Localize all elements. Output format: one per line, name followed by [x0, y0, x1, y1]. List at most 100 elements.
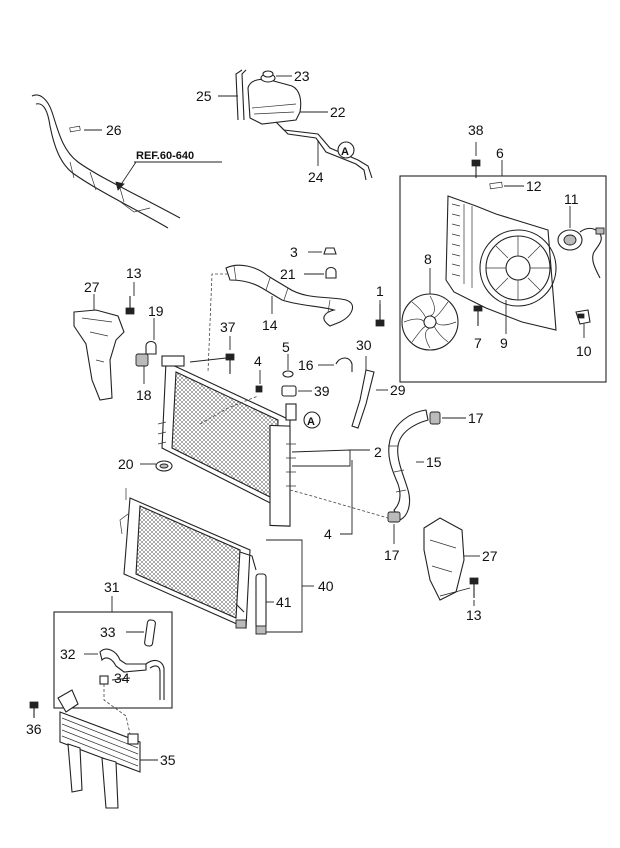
callout-25: 25 — [196, 88, 212, 104]
label-12 — [489, 181, 503, 190]
callout-16: 16 — [298, 357, 314, 373]
hose-routing-dash-1 — [207, 273, 228, 373]
callout-33: 33 — [100, 624, 116, 640]
fan-shroud — [445, 195, 557, 331]
callout-32: 32 — [60, 646, 76, 662]
pin-4-top — [255, 385, 263, 393]
bolt-13-bottom — [469, 577, 479, 598]
fan-blade — [401, 293, 459, 351]
callout-3: 3 — [290, 244, 298, 260]
callout-21: 21 — [280, 266, 296, 282]
callout-26: 26 — [106, 122, 122, 138]
callout-29: 29 — [390, 382, 406, 398]
callout-10: 10 — [576, 343, 592, 359]
callout-20: 20 — [118, 456, 134, 472]
callout-37: 37 — [220, 319, 236, 335]
callout-40: 40 — [318, 578, 334, 594]
nut-3 — [323, 247, 337, 255]
callout-8: 8 — [424, 251, 432, 267]
pipe-dash — [103, 684, 131, 735]
clamp-17-bottom — [387, 511, 401, 523]
leader-34 — [111, 677, 131, 681]
callout-5: 5 — [282, 339, 290, 355]
bolt-1 — [375, 304, 385, 327]
leader-37-link — [189, 357, 227, 363]
bolt-37 — [225, 353, 235, 374]
callout-19: 18 — [136, 387, 152, 403]
radiator — [157, 355, 296, 527]
callout-1: 1 — [376, 283, 384, 299]
fan-motor — [557, 227, 605, 279]
bracket-2 — [291, 449, 351, 467]
hose-32 — [99, 648, 147, 673]
clamp-16 — [335, 357, 353, 372]
callout-18: 19 — [148, 303, 164, 319]
callout-9: 9 — [500, 335, 508, 351]
callout-27: 27 — [482, 548, 498, 564]
pipe-kit-box — [53, 611, 173, 709]
bushing-19 — [135, 353, 149, 367]
bracket-4 — [340, 460, 353, 535]
callout-24: 24 — [308, 169, 324, 185]
reservoir-assembly — [235, 69, 373, 181]
hose-29 — [351, 369, 375, 429]
ref-arrowhead — [115, 181, 125, 191]
callout-12: 12 — [526, 178, 542, 194]
callout-4-top: 4 — [254, 353, 262, 369]
callout-34: 34 — [114, 670, 130, 686]
receiver-41 — [255, 573, 267, 635]
fan-assembly-box — [399, 175, 607, 383]
marker-a-top-label: A — [341, 146, 349, 158]
callout-23: 23 — [294, 68, 310, 84]
callout-11: 11 — [564, 191, 579, 207]
callout-13-top: 13 — [126, 265, 142, 281]
callout-28: 27 — [84, 279, 100, 295]
callout-4-bottom: 4 — [324, 526, 332, 542]
callout-39: 39 — [314, 383, 330, 399]
marker-a-top — [337, 141, 355, 159]
shield-27 — [423, 517, 465, 601]
lower-hose-dash — [289, 489, 389, 519]
callout-17-bottom: 17 — [384, 547, 400, 563]
reference-label: REF.60-640 — [136, 150, 194, 162]
callout-31: 31 — [104, 579, 120, 595]
radiator-dash — [199, 395, 259, 425]
clamp-21 — [325, 266, 337, 279]
drain-plug-20 — [155, 460, 173, 472]
callout-7: 7 — [474, 335, 482, 351]
cap-39 — [281, 385, 297, 397]
callout-41: 41 — [276, 594, 292, 610]
hose-33 — [144, 619, 156, 647]
mount-18 — [145, 340, 157, 355]
callout-15: 15 — [426, 454, 442, 470]
clamp-17-top — [429, 411, 441, 425]
callout-14: 14 — [262, 317, 278, 333]
screw-7 — [473, 305, 483, 326]
filler-neck — [285, 403, 297, 421]
callout-30: 30 — [356, 337, 372, 353]
condenser — [119, 488, 257, 629]
lower-radiator-hose — [388, 409, 429, 521]
callout-35: 35 — [160, 752, 176, 768]
bolt-36 — [29, 701, 39, 718]
marker-a-radiator — [303, 411, 321, 429]
marker-a-radiator-label: A — [307, 416, 315, 428]
callout-36: 36 — [26, 721, 42, 737]
ref-leader — [119, 161, 137, 187]
washer-5 — [282, 370, 294, 378]
callout-22: 22 — [330, 104, 346, 120]
callout-17-top: 17 — [468, 410, 484, 426]
connector-10 — [575, 309, 591, 325]
leader-27-bolt — [439, 587, 471, 597]
bolt-38 — [471, 159, 481, 178]
bracket-40 — [266, 539, 303, 633]
oil-cooler — [57, 689, 141, 809]
bracket-28 — [73, 309, 125, 401]
bolt-13-top — [125, 296, 135, 315]
body-panel-outline — [31, 94, 181, 229]
callout-2: 2 — [374, 444, 382, 460]
callout-13-bottom: 13 — [466, 607, 482, 623]
callout-6: 6 — [496, 145, 504, 161]
